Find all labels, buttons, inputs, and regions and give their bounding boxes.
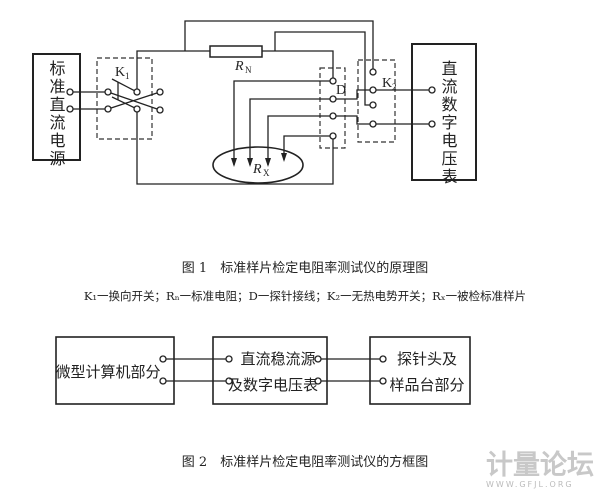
- k2-switch-box: [357, 59, 396, 143]
- rx-label-sub: X: [263, 168, 270, 178]
- watermark-url: WWW.GFJL.ORG: [486, 480, 574, 489]
- k1-label-sub: 1: [125, 71, 130, 81]
- rn-label: R: [234, 59, 244, 74]
- figure-2-block-diagram: 微型计算机部分 直流稳流源 及数字电压表 探针头及 样品台部分: [55, 336, 471, 405]
- figure-2-caption: 图 2 标准样片检定电阻率测试仪的方框图: [182, 454, 428, 470]
- watermark-logo: 计量论坛: [486, 450, 594, 481]
- probe-stage-box: [369, 336, 471, 405]
- probe-head-label: 探针头及: [397, 350, 457, 368]
- k1-switch-box: [96, 57, 153, 140]
- sample-rx-ellipse: [212, 146, 304, 184]
- dc-power-source-box: [32, 53, 81, 161]
- d-label: D: [336, 83, 346, 98]
- k2-label: K: [382, 76, 392, 91]
- current-source-voltmeter-box: [212, 336, 328, 405]
- digital-voltmeter-label: 直流数字电压表: [439, 60, 458, 186]
- figure-1-circuit: 标准直流电源 直流数字电压表: [32, 20, 477, 186]
- sample-stage-label: 样品台部分: [389, 376, 464, 394]
- digital-voltmeter-box: [411, 43, 477, 181]
- wires: [70, 20, 432, 185]
- rn-label-sub: N: [245, 65, 252, 75]
- standard-resistor-rn: [209, 45, 263, 58]
- voltmeter-label: 及数字电压表: [228, 376, 318, 394]
- figure-1-caption: 图 1 标准样片检定电阻率测试仪的原理图: [182, 260, 428, 276]
- k1-label: K: [115, 65, 125, 80]
- rx-label: R: [252, 162, 262, 177]
- computer-box: [55, 336, 175, 405]
- terminals: [66, 68, 436, 140]
- dc-power-source-label: 标准直流电源: [47, 60, 66, 168]
- figure-1-legend: K₁一换向开关；Rₙ一标准电阻；D一探针接线；K₂一无热电势开关；Rₓ一被检标准…: [84, 289, 526, 303]
- k2-label-sub: 2: [392, 82, 397, 92]
- probe-arrow-icons: [231, 153, 287, 167]
- computer-label: 微型计算机部分: [55, 363, 160, 381]
- current-source-label: 直流稳流源: [240, 350, 315, 368]
